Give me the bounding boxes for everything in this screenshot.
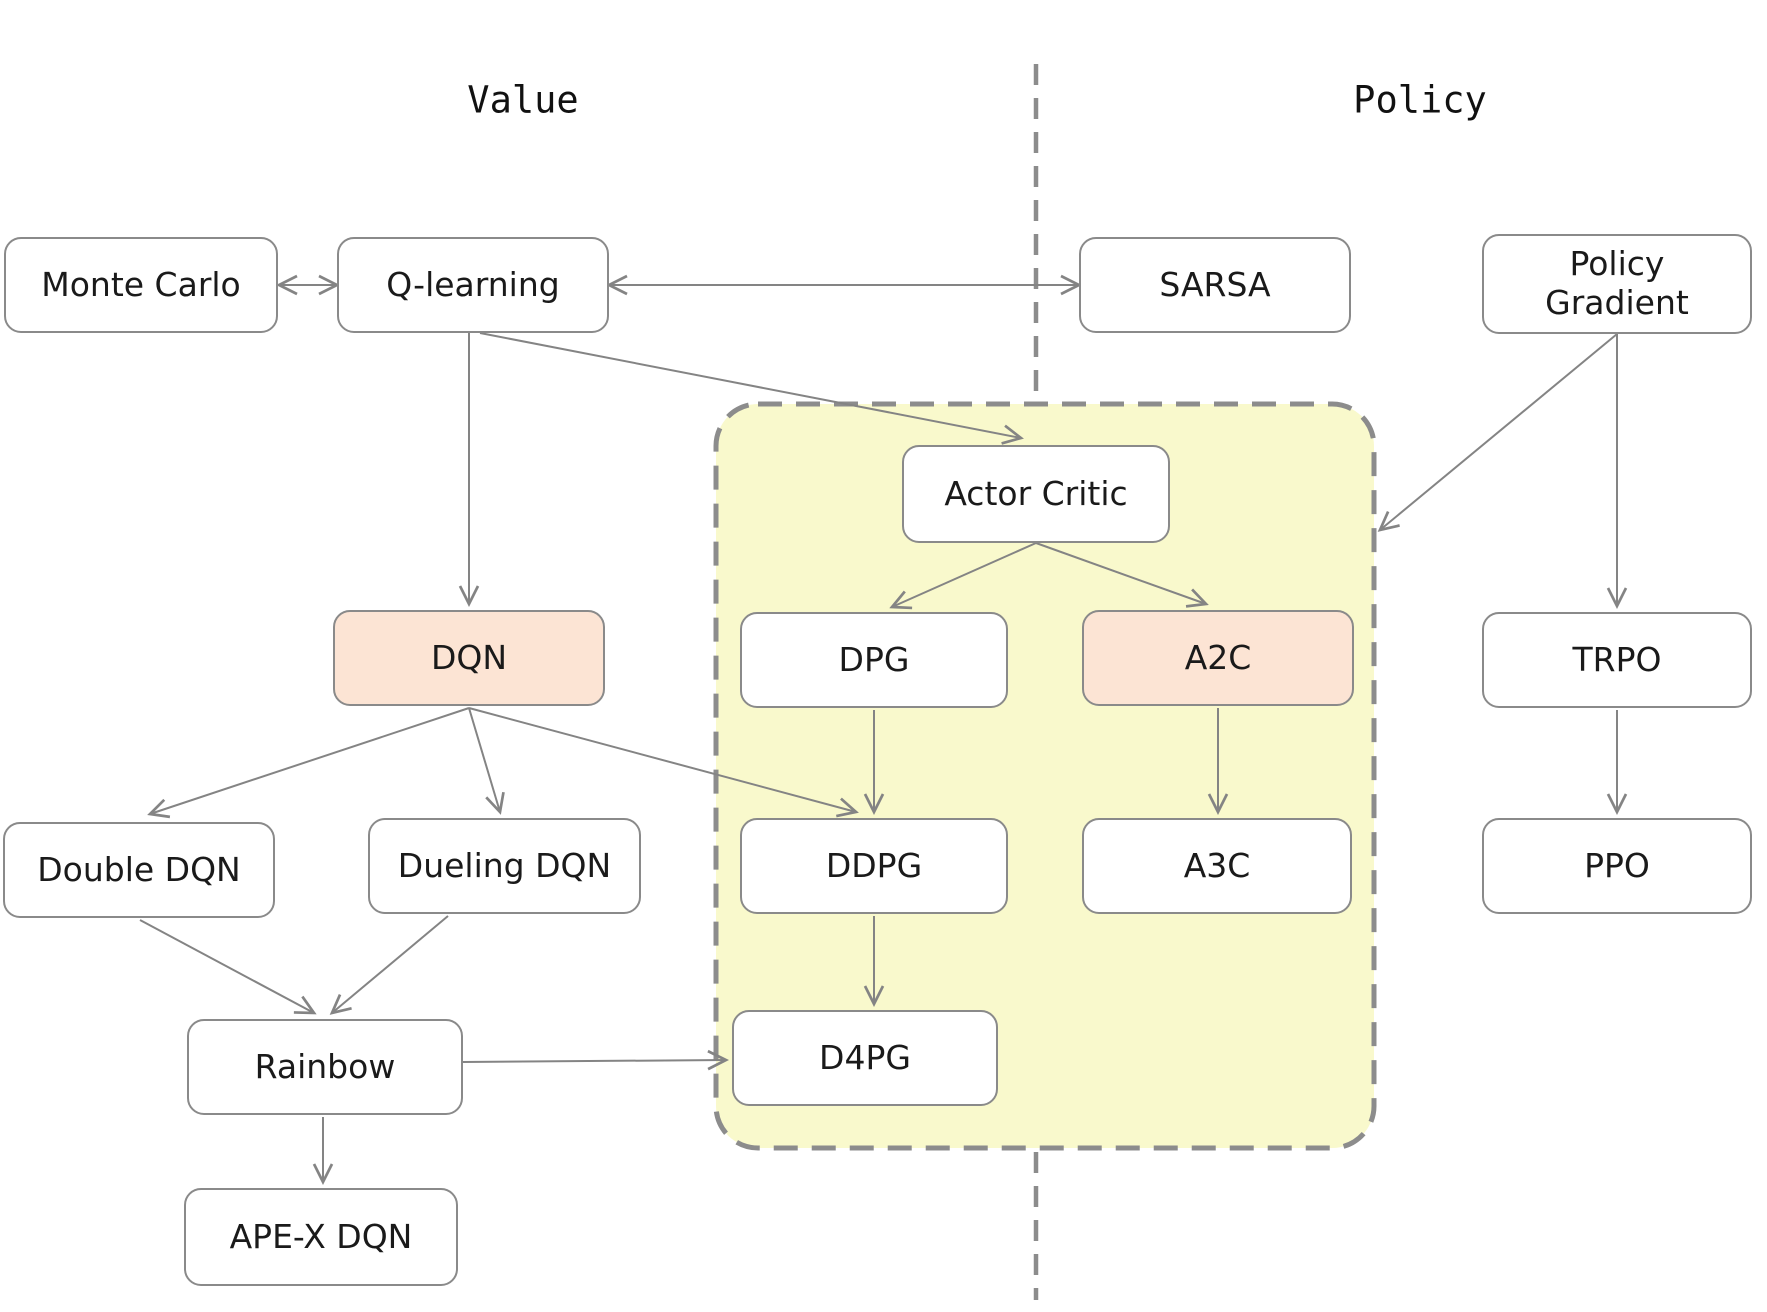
node-double-dqn: Double DQN	[3, 822, 275, 918]
node-actor-critic: Actor Critic	[902, 445, 1170, 543]
edge-actor-critic--a2c	[1035, 542, 1206, 604]
node-d4pg: D4PG	[732, 1010, 998, 1106]
edge-dqn--ddpg	[468, 707, 856, 812]
node-dpg: DPG	[740, 612, 1008, 708]
edge-dqn--dueling-dqn	[468, 707, 500, 812]
edge-dqn--double-dqn	[150, 707, 470, 814]
node-dqn: DQN	[333, 610, 605, 706]
actor-critic-family-region	[713, 401, 1377, 1151]
node-q-learning: Q-learning	[337, 237, 609, 333]
node-a3c: A3C	[1082, 818, 1352, 914]
edge-q-learning--actor-critic	[479, 332, 1021, 438]
edge-dueling-dqn--rainbow	[332, 915, 449, 1013]
node-trpo: TRPO	[1482, 612, 1752, 708]
node-apex-dqn: APE-X DQN	[184, 1188, 458, 1286]
value-column-title: Value	[467, 78, 579, 122]
node-ppo: PPO	[1482, 818, 1752, 914]
node-a2c: A2C	[1082, 610, 1354, 706]
node-sarsa: SARSA	[1079, 237, 1351, 333]
node-monte-carlo: Monte Carlo	[4, 237, 278, 333]
edge-double-dqn--rainbow	[139, 919, 314, 1013]
node-rainbow: Rainbow	[187, 1019, 463, 1115]
edge-policy-gradient--region	[1380, 333, 1618, 530]
policy-column-title: Policy	[1353, 78, 1487, 122]
node-dueling-dqn: Dueling DQN	[368, 818, 641, 914]
edge-rainbow--d4pg	[462, 1060, 726, 1062]
node-policy-gradient: Policy Gradient	[1482, 234, 1752, 334]
node-ddpg: DDPG	[740, 818, 1008, 914]
edge-actor-critic--dpg	[892, 542, 1037, 607]
